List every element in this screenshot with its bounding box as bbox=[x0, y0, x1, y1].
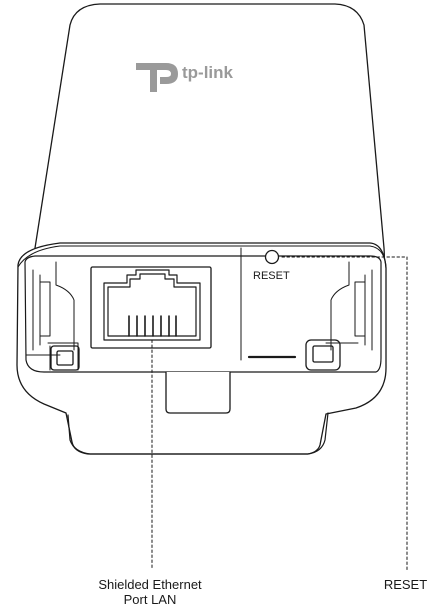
reset-port-label: RESET bbox=[253, 270, 290, 282]
brand-logo-text: tp-link bbox=[182, 63, 234, 82]
device-housing bbox=[33, 3, 385, 271]
reset-callout-label: RESET bbox=[383, 577, 428, 592]
left-latch bbox=[50, 345, 80, 371]
right-latch-inner bbox=[312, 345, 334, 363]
tp-link-logo-icon bbox=[136, 63, 178, 92]
reset-leader-line bbox=[281, 256, 408, 571]
lan-callout-line1: Shielded Ethernet bbox=[98, 577, 202, 592]
right-latch bbox=[305, 339, 341, 371]
lan-callout-line2: Port LAN bbox=[123, 592, 177, 607]
pedestal bbox=[67, 412, 329, 455]
reset-pinhole-icon bbox=[264, 249, 280, 265]
reset-callout: RESET bbox=[368, 577, 443, 592]
mounting-tab bbox=[165, 371, 231, 414]
ethernet-port-icon bbox=[103, 269, 201, 341]
lan-port-callout: Shielded Ethernet Port LAN bbox=[70, 577, 230, 607]
cavity-right-wall bbox=[325, 261, 373, 351]
left-latch-inner bbox=[56, 350, 74, 366]
cavity-left-wall bbox=[25, 261, 79, 371]
